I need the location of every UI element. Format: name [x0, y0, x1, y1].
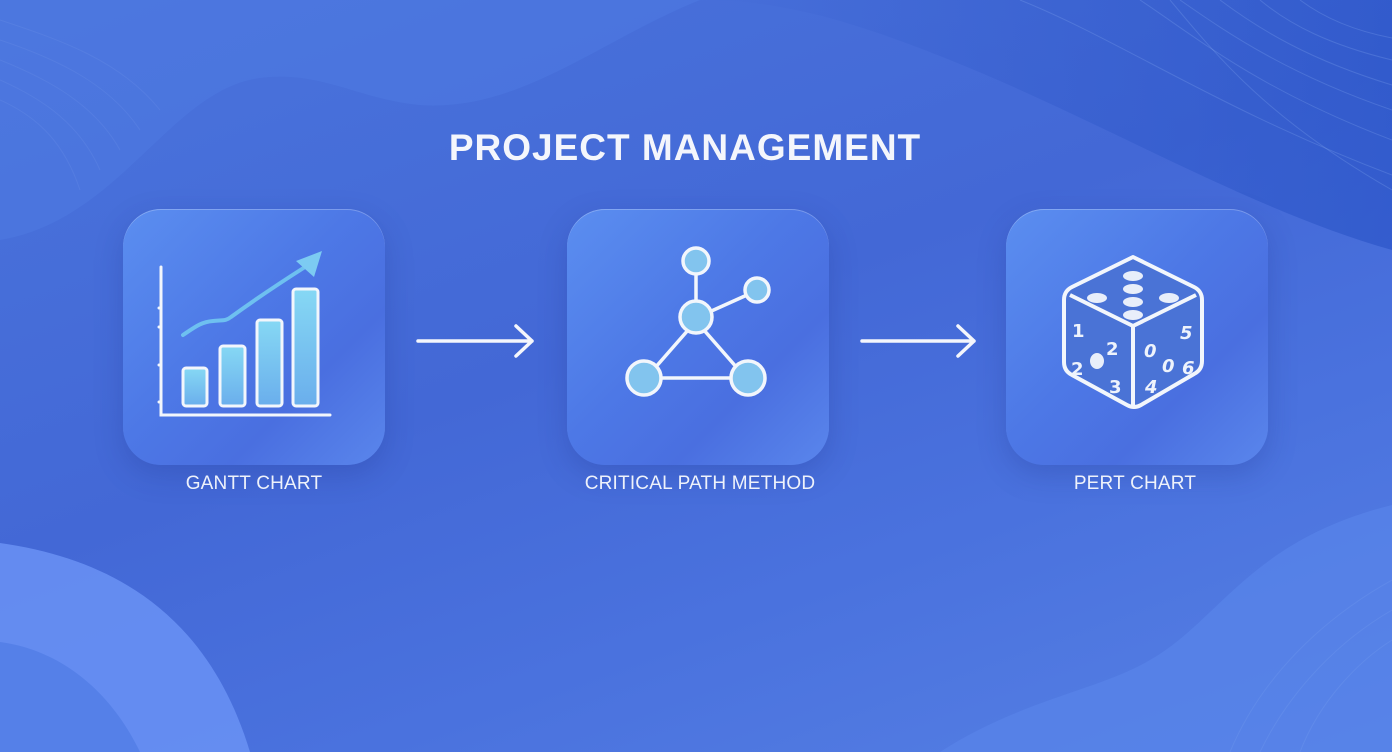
dice-number: 4	[1144, 377, 1158, 398]
dice-number: 2	[1071, 359, 1084, 380]
pert-chart-label: PERT CHART	[1073, 473, 1197, 494]
dice-number: 5	[1180, 323, 1193, 344]
dice-number: 1	[1072, 321, 1085, 342]
critical-path-method-label: CRITICAL PATH METHOD	[584, 473, 816, 494]
network-graph-icon	[625, 246, 771, 397]
dice-number: 0	[1144, 341, 1157, 362]
dice-number: 2	[1106, 339, 1119, 360]
dice-number: 0	[1162, 356, 1175, 377]
dice-number: 6	[1182, 358, 1195, 379]
pert-chart-card: 1 2 2 3 0 5 0 6 4	[1006, 209, 1268, 465]
critical-path-method-card	[567, 209, 829, 465]
dice-number: 3	[1109, 377, 1122, 398]
gantt-chart-label: GANTT CHART	[185, 473, 323, 494]
page-title: PROJECT MANAGEMENT	[448, 127, 922, 168]
arrow-right-icon	[860, 324, 976, 358]
arrow-right-icon	[416, 324, 534, 358]
gantt-chart-card	[123, 209, 385, 465]
bar-chart-trend-icon	[157, 251, 332, 417]
dice-icon: 1 2 2 3 0 5 0 6 4	[1062, 255, 1204, 409]
